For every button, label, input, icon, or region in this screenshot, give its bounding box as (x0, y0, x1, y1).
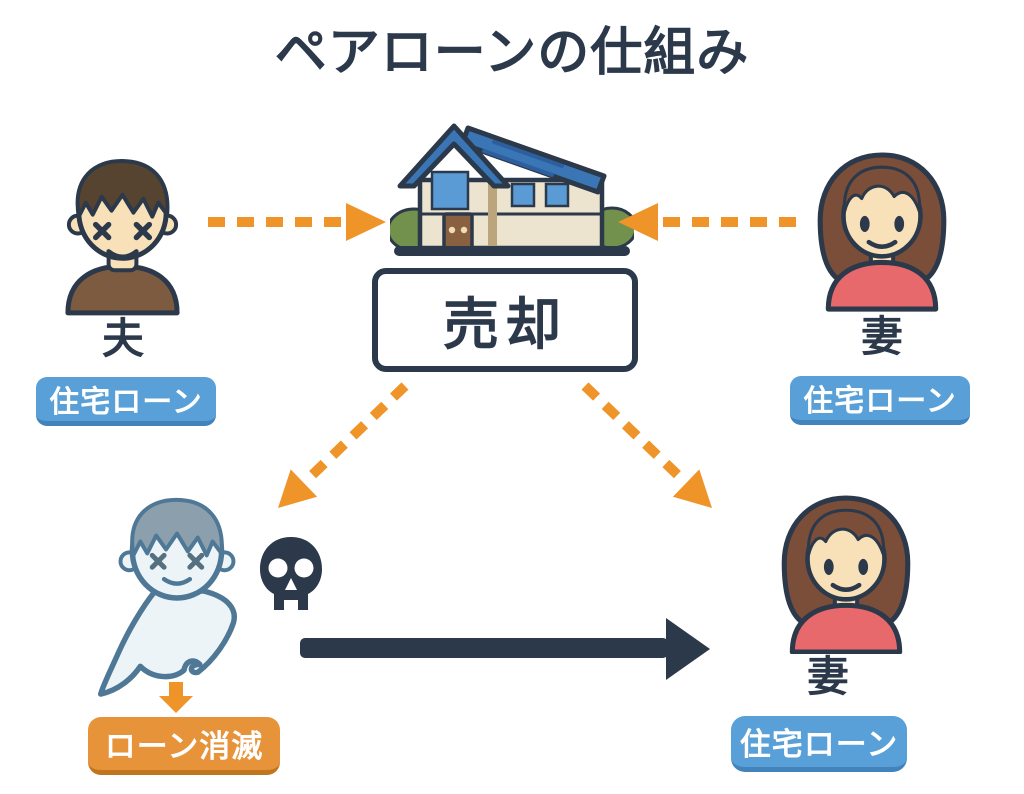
wife-bottom-loan-badge: 住宅ローン (731, 716, 907, 772)
sale-label: 売却 (443, 292, 567, 356)
husband-avatar-icon (65, 159, 180, 316)
down-arrow-icon (159, 682, 193, 713)
ghost-husband-icon (97, 497, 237, 697)
husband-label: 夫 (101, 315, 144, 362)
dashed-arrow-husband-to-house-icon (208, 203, 386, 241)
wife-bottom-avatar-icon (781, 495, 911, 654)
wife-label: 妻 (860, 313, 903, 360)
house-icon (390, 123, 634, 256)
diagram-title: ペアローンの仕組み (274, 24, 750, 82)
dashed-arrow-wife-to-house-icon (618, 203, 796, 241)
dashed-arrow-sale-to-deceased-icon (278, 382, 409, 508)
dashed-arrow-sale-to-wife-icon (581, 382, 712, 508)
husband-loan-badge: 住宅ローン (36, 377, 216, 426)
sale-box: 売却 (372, 268, 638, 372)
skull-icon (260, 537, 322, 610)
wife-avatar-icon (817, 152, 947, 312)
wife-bottom-label: 妻 (806, 653, 849, 700)
wife-loan-badge: 住宅ローン (790, 376, 970, 425)
loan-transfer-arrow-icon (300, 618, 710, 680)
loan-extinguished-badge: ローン消滅 (88, 717, 280, 775)
